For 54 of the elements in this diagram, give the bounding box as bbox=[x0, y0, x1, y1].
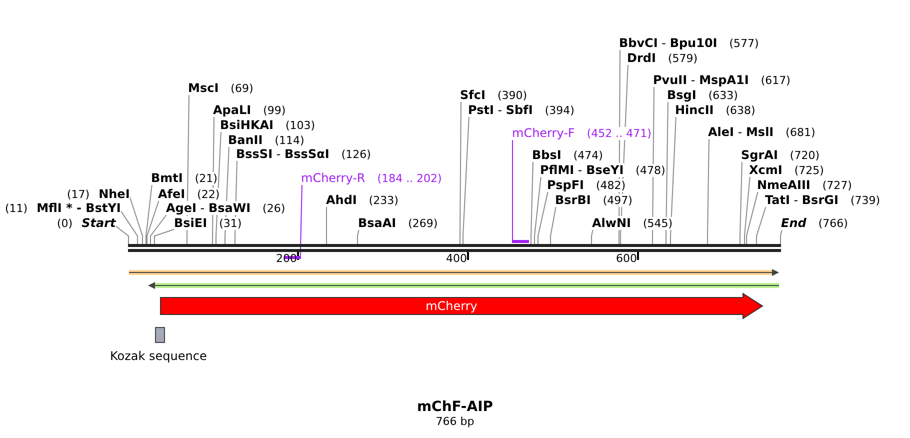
leader-line bbox=[534, 176, 542, 244]
leader-line bbox=[460, 100, 462, 244]
restriction-site-label: BsrBI (497) bbox=[555, 192, 632, 206]
leader-line bbox=[129, 196, 143, 244]
restriction-site-label: SgrAI (720) bbox=[741, 147, 820, 161]
leader-line bbox=[512, 138, 513, 240]
primer-label: mCherry-R (184 .. 202) bbox=[301, 170, 442, 184]
leader-line bbox=[666, 100, 668, 244]
leader-line bbox=[115, 226, 129, 244]
restriction-site-label: PspFI (482) bbox=[547, 177, 626, 191]
leader-line bbox=[462, 116, 470, 244]
restriction-site-label: BsiEI (31) bbox=[174, 215, 242, 229]
restriction-site-label: BbsI (474) bbox=[532, 147, 603, 161]
feature-label: mCherry bbox=[426, 298, 478, 314]
leader-line bbox=[538, 190, 548, 244]
restriction-site-label: DrdI (579) bbox=[627, 50, 698, 64]
primer-label: mCherry-F (452 .. 471) bbox=[512, 125, 652, 139]
leader-line bbox=[591, 228, 594, 244]
primer-binding-mark bbox=[512, 240, 529, 243]
leader-line bbox=[530, 160, 534, 244]
leader-line bbox=[670, 116, 676, 244]
restriction-site-label: XcmI (725) bbox=[749, 162, 824, 176]
leader-line bbox=[154, 228, 176, 244]
leader-line bbox=[120, 210, 138, 244]
restriction-site-label: HincII (638) bbox=[675, 102, 756, 116]
leader-line bbox=[756, 206, 766, 244]
restriction-site-label: AhdI (233) bbox=[326, 192, 398, 206]
ruler-number: 400 bbox=[446, 252, 467, 266]
leader-line bbox=[300, 184, 302, 256]
leader-line bbox=[707, 138, 710, 244]
leader-line bbox=[326, 206, 327, 244]
feature-label: Kozak sequence bbox=[110, 349, 207, 363]
restriction-site-label: BsaAI (269) bbox=[358, 215, 438, 229]
leader-line bbox=[150, 214, 168, 244]
restriction-site-label: AfeI (22) bbox=[158, 186, 220, 200]
sequence-end-label: End (766) bbox=[781, 215, 848, 229]
restriction-site-label: AlwNI (545) bbox=[592, 215, 673, 229]
restriction-site-label: BsgI (633) bbox=[667, 87, 738, 101]
leader-line bbox=[780, 228, 782, 244]
map-title: mChF-AIP bbox=[416, 398, 494, 416]
leader-line bbox=[746, 190, 758, 244]
sequence-length: 766 bp bbox=[436, 415, 474, 429]
leader-line bbox=[146, 200, 160, 244]
restriction-site-label: SfcI (390) bbox=[460, 87, 528, 101]
restriction-site-label: MscI (69) bbox=[188, 80, 254, 94]
leader-line bbox=[550, 206, 556, 244]
leader-line bbox=[740, 160, 742, 244]
leader-line bbox=[146, 184, 152, 244]
restriction-site-label: BanII (114) bbox=[228, 132, 304, 146]
leader-line bbox=[357, 228, 360, 244]
ruler-number: 600 bbox=[616, 252, 637, 266]
leader-line bbox=[744, 176, 750, 244]
dna-backbone bbox=[128, 244, 781, 252]
restriction-site-label: BmtI (21) bbox=[151, 170, 218, 184]
